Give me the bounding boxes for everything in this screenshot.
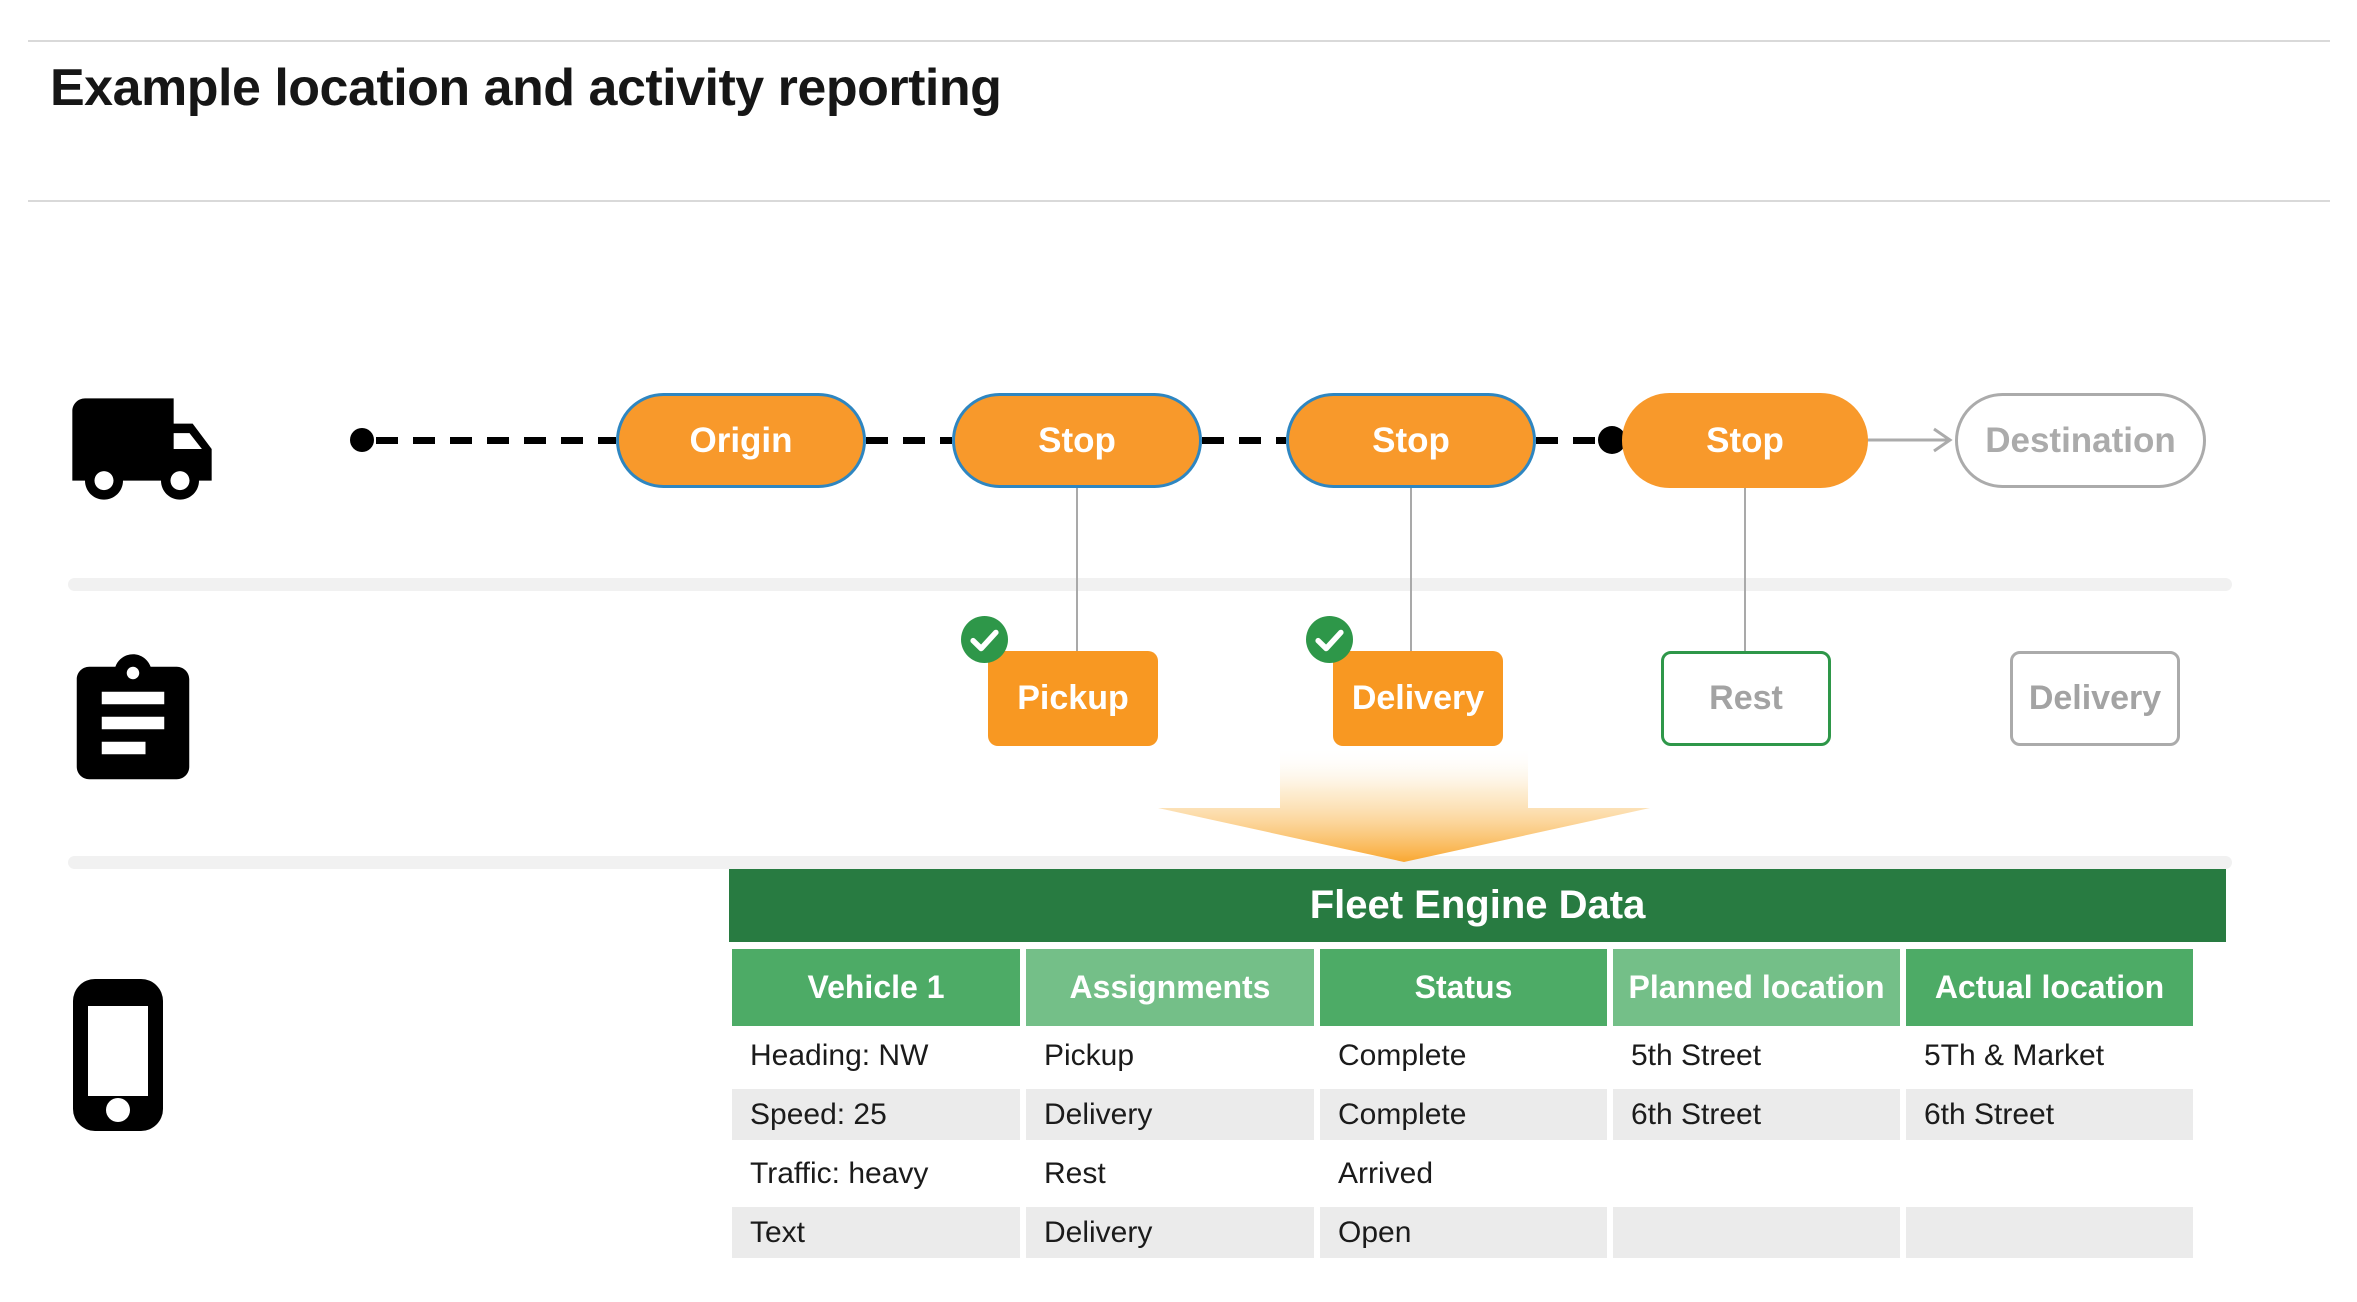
route-node-label: Stop [1038,420,1116,460]
page-title: Example location and activity reporting [50,59,1002,117]
table-cell: 5th Street [1631,1038,1762,1072]
route-node-destination: Destination [1955,393,2206,488]
route-dashed-segment [376,437,616,444]
table-cell: 6th Street [1906,1085,2193,1144]
table-cell: Delivery [1026,1203,1314,1262]
table-row: Text Delivery Open [732,1203,2193,1262]
table-cell: Speed: 25 [732,1085,1020,1144]
route-start-dot [350,428,374,452]
route-node-label: Destination [1985,420,2176,460]
route-node-stop-3: Stop [1622,393,1868,488]
table-cell: Rest [1044,1156,1106,1190]
column-header-status: Status [1320,949,1607,1026]
route-dashed-segment [1536,437,1604,444]
table-title: Fleet Engine Data [729,869,2226,942]
activity-box-pickup: Pickup [988,651,1158,746]
activity-box-rest: Rest [1661,651,1831,746]
title-divider-line [28,200,2330,202]
stop-activity-connector [1744,488,1746,651]
check-circle-icon [961,616,1008,663]
column-header-planned-location: Planned location [1613,949,1900,1026]
table-cell [1613,1203,1900,1262]
table-cell [1613,1144,1900,1203]
stop-activity-connector [1410,488,1412,651]
top-divider-line [28,40,2330,42]
table-cell: Pickup [1044,1038,1135,1072]
data-flow-arrow-icon [1158,747,1650,862]
activity-label: Delivery [2028,679,2162,717]
lane-divider [68,578,2232,591]
route-dashed-segment [866,437,952,444]
table-row: Heading: NW Pickup Complete 5th Street 5… [732,1026,2193,1085]
table-cell: Complete [1320,1085,1607,1144]
table-title-label: Fleet Engine Data [1309,883,1646,927]
activity-label: Rest [1709,679,1783,717]
column-header-assignments: Assignments [1026,949,1314,1026]
route-node-label: Stop [1372,420,1450,460]
table-cell: Delivery [1026,1085,1314,1144]
lane-divider [68,856,2232,869]
table-row: Traffic: heavy Rest Arrived [732,1144,2193,1203]
route-node-label: Stop [1706,420,1784,460]
table-header-row: Vehicle 1 Assignments Status Planned loc… [732,949,2193,1026]
table-cell: Arrived [1338,1156,1434,1190]
truck-icon [72,398,212,500]
column-header-actual-location: Actual location [1906,949,2193,1026]
table-row: Speed: 25 Delivery Complete 6th Street 6… [732,1085,2193,1144]
route-node-stop-2: Stop [1286,393,1536,488]
table-cell [1906,1144,2193,1203]
activity-box-delivery: Delivery [1333,651,1503,746]
vehicle-position-dot [1598,426,1626,454]
table-cell: Traffic: heavy [750,1156,929,1190]
route-dashed-segment [1202,437,1286,444]
route-node-label: Origin [689,420,793,460]
stop-activity-connector [1076,488,1078,651]
clipboard-icon [76,654,190,780]
table-cell: Complete [1338,1038,1467,1072]
table-cell: 5Th & Market [1924,1038,2105,1072]
destination-arrow-icon [1866,427,1953,453]
route-node-stop-1: Stop [952,393,1202,488]
activity-box-delivery-future: Delivery [2010,651,2180,746]
table-cell: Open [1320,1203,1607,1262]
activity-label: Delivery [1351,679,1485,717]
column-header-vehicle: Vehicle 1 [732,949,1020,1026]
table-cell: Text [732,1203,1020,1262]
phone-icon [73,979,163,1131]
table-cell: 6th Street [1613,1085,1900,1144]
table-body: Heading: NW Pickup Complete 5th Street 5… [732,1026,2193,1262]
check-circle-icon [1306,616,1353,663]
table-cell [1906,1203,2193,1262]
activity-label: Pickup [1017,679,1129,717]
route-node-origin: Origin [616,393,866,488]
table-cell: Heading: NW [750,1038,929,1072]
